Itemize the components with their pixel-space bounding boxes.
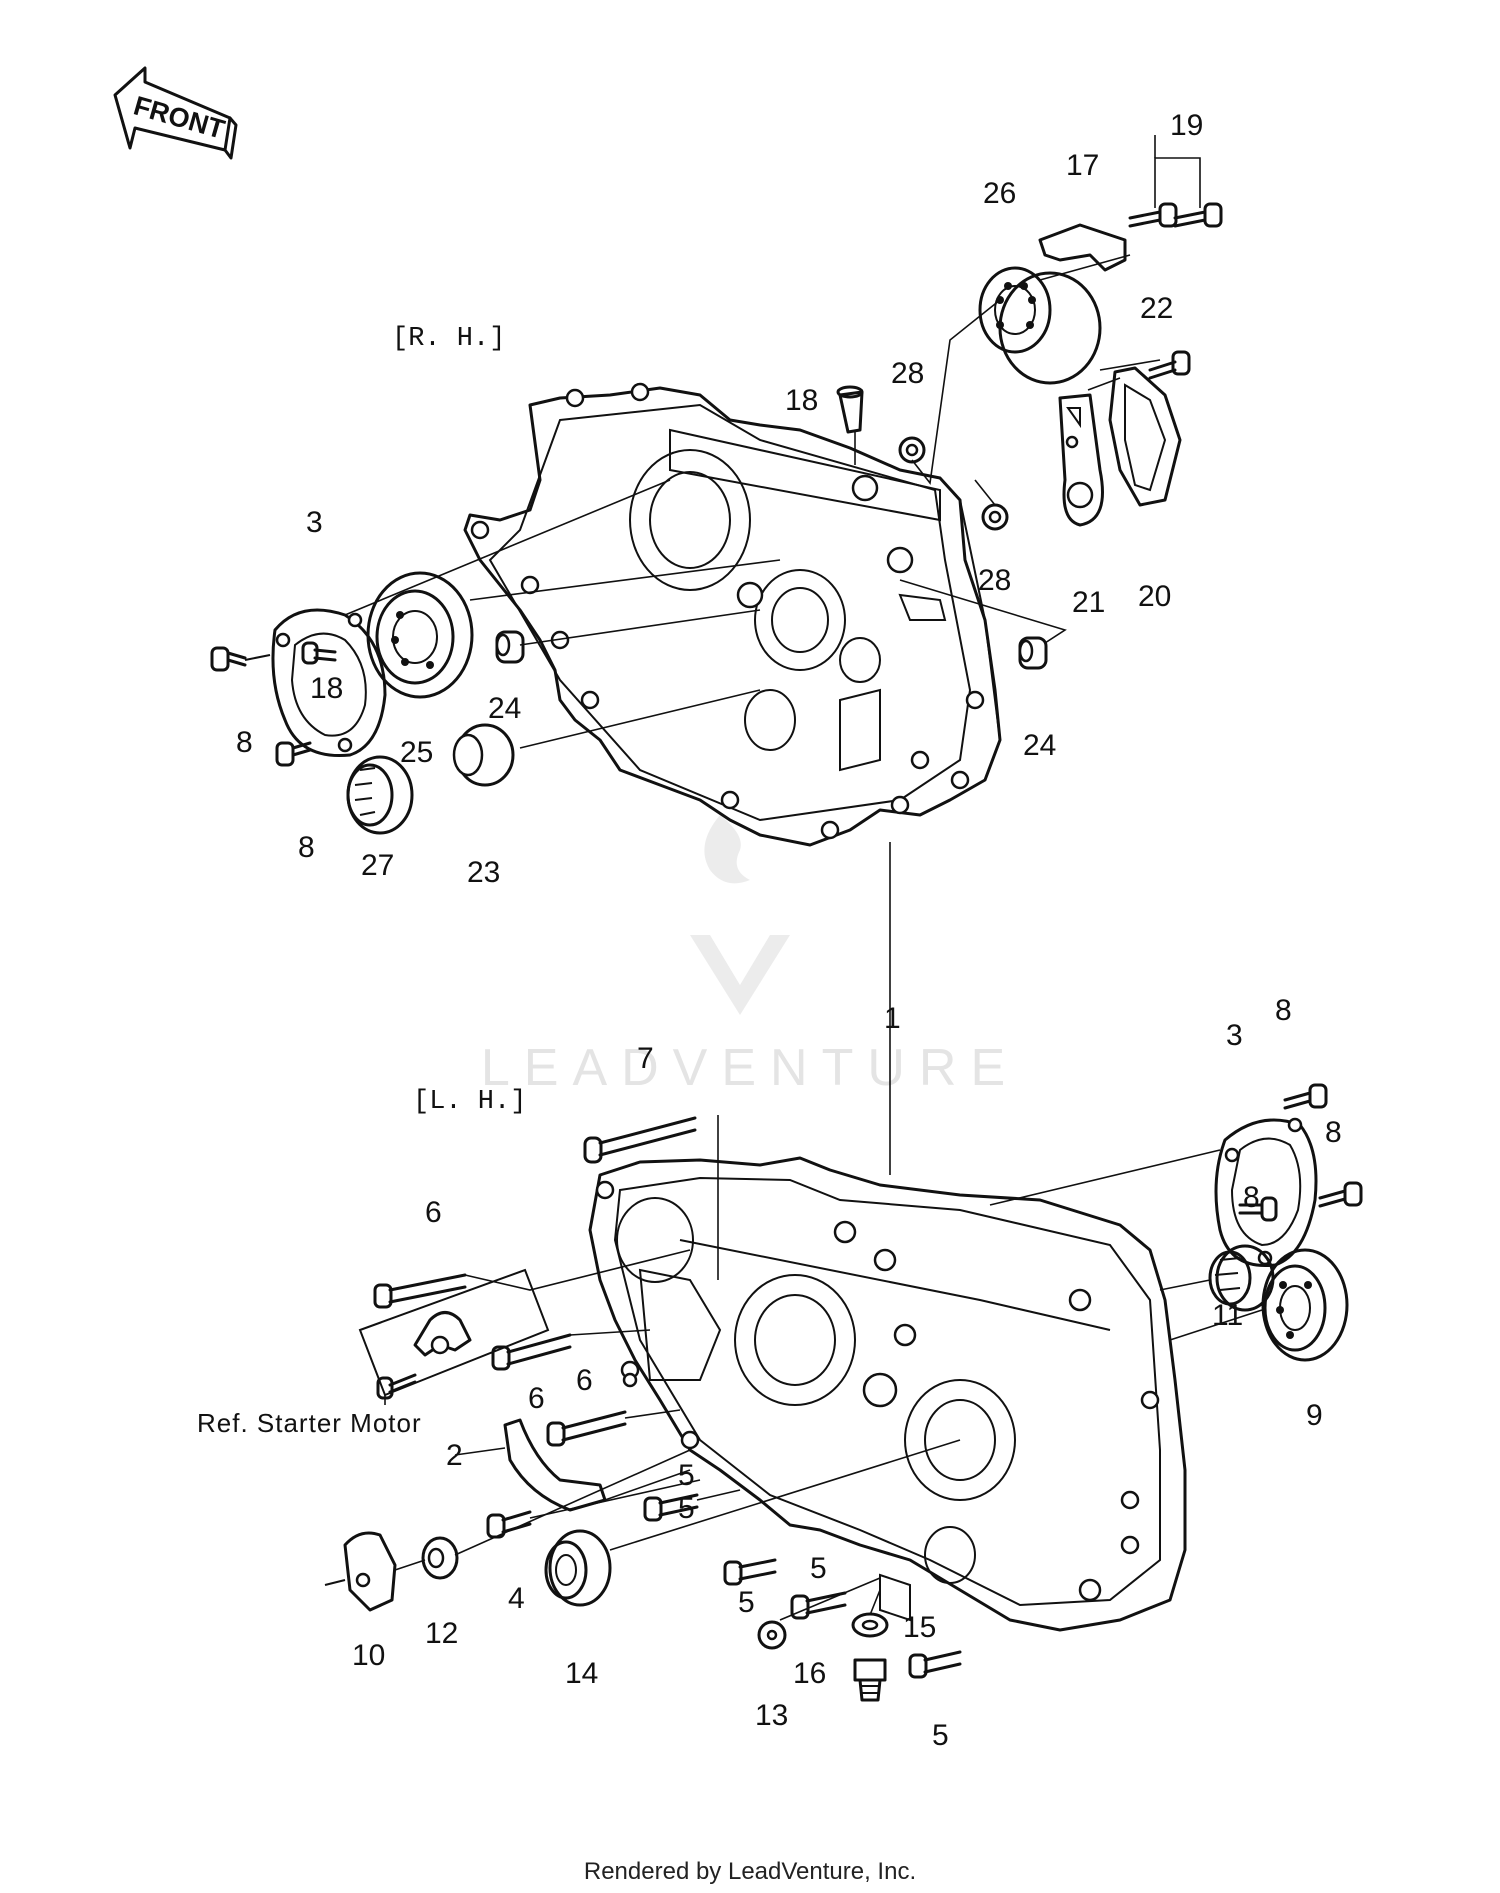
watermark: LEADVENTURE <box>481 815 1019 1097</box>
section-left-half: [L. H.] <box>413 1087 526 1117</box>
callout-23: 23 <box>467 856 500 889</box>
callout-11: 11 <box>1212 1299 1243 1332</box>
front-label: FRONT <box>130 90 228 145</box>
watermark-text: LEADVENTURE <box>481 1039 1019 1097</box>
bolt-5-d-icon <box>908 1650 962 1679</box>
bolt-6-b-icon <box>491 1333 572 1371</box>
right-crankcase-half <box>463 382 1002 847</box>
bolt-8-b-icon <box>275 741 312 767</box>
callout-2: 2 <box>446 1439 463 1472</box>
bracket-17-icon <box>1038 223 1127 272</box>
callout-1: 1 <box>884 1002 901 1035</box>
watermark-flame-icon <box>704 815 750 884</box>
bearing-9-icon <box>1261 1248 1349 1362</box>
callout-8-d: 8 <box>1243 1181 1260 1214</box>
callout-8-b: 8 <box>298 831 315 864</box>
plate-21-icon <box>1058 393 1104 527</box>
bolts-19-icon <box>1128 202 1223 228</box>
callout-24-b: 24 <box>1023 729 1056 762</box>
callout-22: 22 <box>1140 292 1173 325</box>
leader-lines <box>344 135 1263 1621</box>
callout-28-b: 28 <box>978 564 1011 597</box>
callout-16: 16 <box>793 1657 826 1690</box>
bolt-8-e-icon <box>1318 1181 1363 1208</box>
collar-23-icon <box>452 723 515 787</box>
callout-10: 10 <box>352 1639 385 1672</box>
bolt-5-a-icon <box>643 1493 699 1522</box>
callout-26: 26 <box>983 177 1016 210</box>
bolt-6-a-icon <box>373 1273 467 1309</box>
bolt-7-icon <box>583 1116 697 1164</box>
collar-28-b-icon <box>981 503 1009 531</box>
callout-3-lh: 3 <box>1226 1019 1243 1052</box>
front-arrow-icon: FRONT <box>113 66 238 160</box>
needle-bearing-27-icon <box>346 755 414 835</box>
callout-6-c: 6 <box>576 1364 593 1397</box>
bolt-8-c-icon <box>1283 1083 1328 1110</box>
cover-3-lh-icon <box>1214 1117 1318 1268</box>
callout-19: 19 <box>1170 109 1203 142</box>
oil-seal-14-icon <box>544 1529 612 1607</box>
watermark-v-icon <box>690 935 790 1015</box>
callout-4: 4 <box>508 1582 525 1615</box>
callout-28-a: 28 <box>891 357 924 390</box>
callout-8-c: 8 <box>1275 994 1292 1027</box>
part-10-icon <box>324 1531 397 1612</box>
callout-5-d: 5 <box>738 1586 755 1619</box>
callout-3-rh: 3 <box>306 506 323 539</box>
callout-9: 9 <box>1306 1399 1323 1432</box>
callout-7: 7 <box>637 1042 654 1075</box>
callout-20: 20 <box>1138 580 1171 613</box>
collar-24-a-icon <box>495 630 525 664</box>
washer-13-icon <box>757 1620 787 1650</box>
callout-24-a: 24 <box>488 692 521 725</box>
callout-8-e: 8 <box>1325 1116 1342 1149</box>
left-crankcase-half <box>588 1156 1187 1632</box>
reference-note: Ref. Starter Motor <box>197 1408 422 1438</box>
callout-5-c: 5 <box>810 1552 827 1585</box>
gasket-20-icon <box>1108 366 1182 507</box>
footer-credit: Rendered by LeadVenture, Inc. <box>583 1858 917 1885</box>
washer-15-icon <box>851 1612 889 1638</box>
bolt-18-rh-icon <box>301 641 337 665</box>
callout-5-a: 5 <box>678 1459 695 1492</box>
callout-17: 17 <box>1066 149 1099 182</box>
callout-15: 15 <box>903 1611 936 1644</box>
bolt-22-icon <box>1148 350 1191 380</box>
callout-18-a: 18 <box>785 384 818 417</box>
callout-5-b: 5 <box>678 1492 695 1525</box>
pin-18-icon <box>836 385 864 434</box>
cover-3-rh-icon <box>271 608 387 758</box>
bearing-26-icon <box>978 266 1102 385</box>
callout-25: 25 <box>400 736 433 769</box>
callout-numbers: 1 2 3 3 4 5 5 5 5 5 6 6 6 7 8 8 8 8 8 9 … <box>236 109 1342 1752</box>
callout-14: 14 <box>565 1657 598 1690</box>
callout-12: 12 <box>425 1617 458 1650</box>
callout-5-e: 5 <box>932 1719 949 1752</box>
collar-12-icon <box>421 1536 459 1580</box>
callout-13: 13 <box>755 1699 788 1732</box>
drain-plug-16-icon <box>853 1658 887 1702</box>
bolt-6-c-icon <box>546 1410 627 1447</box>
callout-6-a: 6 <box>425 1196 442 1229</box>
bearing-25-icon <box>366 571 474 699</box>
section-right-half: [R. H.] <box>392 324 505 354</box>
callout-21: 21 <box>1072 586 1105 619</box>
bolt-5-c-icon <box>790 1591 847 1620</box>
bolt-8-d-icon <box>1238 1196 1278 1222</box>
bolt-5-b-icon <box>723 1558 777 1586</box>
callout-27: 27 <box>361 849 394 882</box>
collar-24-b-icon <box>1018 636 1048 670</box>
callout-6-b: 6 <box>528 1382 545 1415</box>
bolt-8-a-icon <box>210 646 271 672</box>
collar-28-a-icon <box>898 436 926 464</box>
callout-8-a: 8 <box>236 726 253 759</box>
callout-18-b: 18 <box>310 672 343 705</box>
